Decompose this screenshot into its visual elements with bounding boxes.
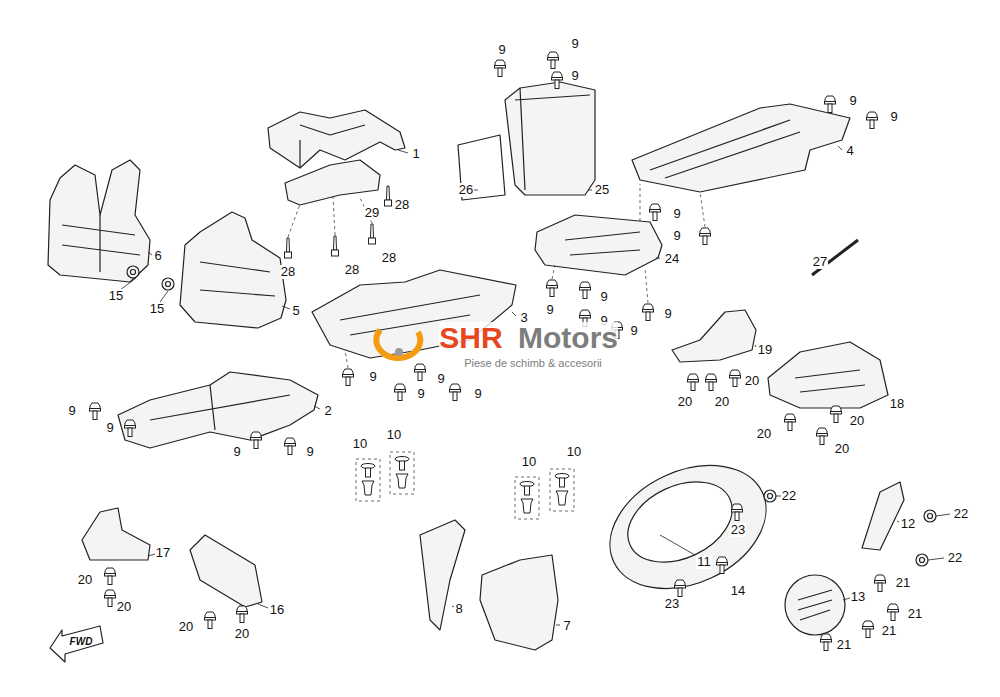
callout-number: 20 xyxy=(77,573,93,587)
callout-number: 9 xyxy=(473,387,482,401)
callout-number: 9 xyxy=(570,37,579,51)
callout-number: 12 xyxy=(900,517,916,531)
callout-number: 26 xyxy=(458,183,474,197)
callout-number: 5 xyxy=(291,304,300,318)
callout-number: 9 xyxy=(436,372,445,386)
callout-number: 28 xyxy=(381,251,397,265)
callout-number: 9 xyxy=(663,307,672,321)
watermark-tagline: Piese de schimb & accesorii xyxy=(463,357,603,369)
callout-number: 20 xyxy=(756,427,772,441)
callout-number: 20 xyxy=(677,395,693,409)
callout-number: 23 xyxy=(664,597,680,611)
callout-number: 27 xyxy=(812,255,828,269)
callout-number: 9 xyxy=(599,290,608,304)
callout-number: 24 xyxy=(664,252,680,266)
callout-number: 18 xyxy=(889,397,905,411)
callout-number: 9 xyxy=(629,324,638,338)
callout-number: 9 xyxy=(416,387,425,401)
callout-number: 9 xyxy=(67,404,76,418)
callout-number: 20 xyxy=(849,414,865,428)
callout-number: 28 xyxy=(344,263,360,277)
callout-number: 2 xyxy=(323,404,332,418)
direction-label: FWD xyxy=(69,636,94,647)
callout-number: 20 xyxy=(744,374,760,388)
callout-number: 20 xyxy=(116,600,132,614)
callout-number: 8 xyxy=(454,602,463,616)
callout-number: 9 xyxy=(570,69,579,83)
callout-number: 9 xyxy=(545,303,554,317)
callout-number: 10 xyxy=(566,445,582,459)
callout-number: 20 xyxy=(234,627,250,641)
callout-number: 16 xyxy=(269,603,285,617)
callout-number: 10 xyxy=(352,437,368,451)
callout-number: 22 xyxy=(953,507,969,521)
callout-number: 9 xyxy=(368,370,377,384)
watermark: SHR xyxy=(439,322,502,354)
callout-number: 20 xyxy=(714,395,730,409)
callout-number: 9 xyxy=(672,229,681,243)
callout-number: 10 xyxy=(386,428,402,442)
callout-number: 15 xyxy=(108,289,124,303)
callout-number: 21 xyxy=(881,624,897,638)
callout-number: 19 xyxy=(757,343,773,357)
callout-number: 7 xyxy=(562,619,571,633)
callout-number: 21 xyxy=(907,607,923,621)
callout-number: 10 xyxy=(521,455,537,469)
callout-number: 23 xyxy=(730,523,746,537)
callout-number: 25 xyxy=(594,183,610,197)
callout-number: 22 xyxy=(947,551,963,565)
callout-number: 9 xyxy=(889,110,898,124)
callout-number: 9 xyxy=(497,43,506,57)
watermark: Motors xyxy=(518,322,618,354)
callout-number: 9 xyxy=(848,94,857,108)
callout-number: 22 xyxy=(781,489,797,503)
callout-number: 6 xyxy=(153,249,162,263)
callout-number: 21 xyxy=(895,576,911,590)
callout-number: 11 xyxy=(696,555,712,569)
callout-number: 13 xyxy=(850,590,866,604)
callout-number: 14 xyxy=(730,584,746,598)
callout-number: 28 xyxy=(280,265,296,279)
callout-number: 9 xyxy=(672,207,681,221)
callout-number: 15 xyxy=(149,302,165,316)
callout-number: 9 xyxy=(105,421,114,435)
callout-number: 20 xyxy=(834,442,850,456)
callout-number: 9 xyxy=(305,445,314,459)
callout-number: 28 xyxy=(394,198,410,212)
callout-number: 1 xyxy=(411,147,420,161)
callout-number: 21 xyxy=(836,638,852,652)
callout-number: 9 xyxy=(232,445,241,459)
callout-number: 17 xyxy=(155,546,171,560)
callout-number: 29 xyxy=(364,206,380,220)
callout-number: 4 xyxy=(845,144,854,158)
callout-number: 20 xyxy=(178,620,194,634)
